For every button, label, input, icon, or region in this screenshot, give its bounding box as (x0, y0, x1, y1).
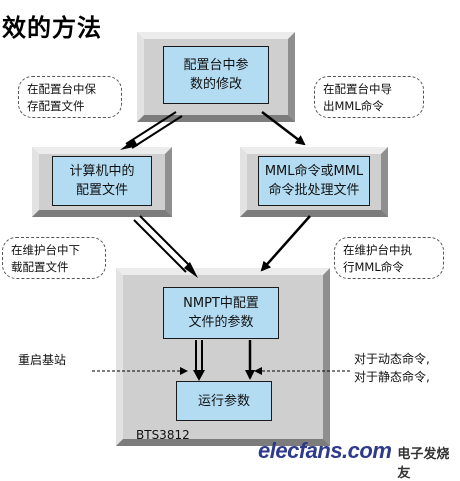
arrow-top-to-left (120, 111, 183, 150)
save-config-bubble: 在配置台中保 存配置文件 (18, 76, 122, 118)
computer-config-file-box: 计算机中的 配置文件 (52, 156, 152, 206)
execute-mml-line1: 在维护台中执 (343, 243, 412, 257)
watermark-logo: elecfans.com (258, 438, 392, 463)
save-config-line2: 存配置文件 (27, 99, 85, 113)
export-mml-line2: 出MML命令 (323, 99, 384, 113)
computer-config-line1: 计算机中的 (69, 164, 135, 179)
execute-mml-bubble: 在维护台中执 行MML命令 (334, 237, 444, 279)
config-console-params-line1: 配置台中参 (183, 58, 249, 73)
export-mml-bubble: 在配置台中导 出MML命令 (314, 76, 424, 118)
mml-command-line2: 命令批处理文件 (268, 183, 360, 198)
dynamic-command-label: 对于动态命令, (354, 352, 430, 366)
nmpt-config-line2: 文件的参数 (188, 315, 254, 330)
bts-label: BTS3812 (136, 428, 190, 442)
page-title: 效的方法 (2, 13, 102, 42)
static-command-label: 对于静态命令, (354, 370, 430, 384)
config-console-params-box: 配置台中参 数的修改 (163, 46, 269, 104)
computer-config-line2: 配置文件 (75, 183, 128, 198)
nmpt-config-line1: NMPT中配置 (183, 296, 259, 311)
mml-command-file-box: MML命令或MML 命令批处理文件 (258, 156, 370, 206)
download-config-line2: 载配置文件 (11, 260, 69, 274)
watermark: elecfans.com 电子发烧友 (258, 438, 460, 481)
download-config-bubble: 在维护台中下 载配置文件 (2, 237, 106, 279)
arrow-left-to-nmpt (133, 215, 198, 278)
arrow-right-to-nmpt (260, 215, 311, 272)
flow-arrows (92, 111, 350, 381)
arrow-top-to-right (261, 111, 306, 146)
export-mml-line1: 在配置台中导 (323, 82, 392, 96)
running-params-box: 运行参数 (176, 381, 272, 421)
restart-bts-label: 重启基站 (18, 353, 67, 367)
running-params-label: 运行参数 (197, 393, 250, 409)
config-console-params-line2: 数的修改 (189, 77, 242, 92)
execute-mml-line2: 行MML命令 (343, 260, 404, 274)
watermark-cn: 电子发烧友 (397, 447, 450, 481)
nmpt-config-params-box: NMPT中配置 文件的参数 (163, 287, 279, 339)
arrow-nmpt-to-run-double (193, 340, 205, 381)
download-config-line1: 在维护台中下 (11, 243, 80, 257)
save-config-line1: 在配置台中保 (27, 82, 96, 96)
mml-command-line1: MML命令或MML (264, 164, 364, 179)
